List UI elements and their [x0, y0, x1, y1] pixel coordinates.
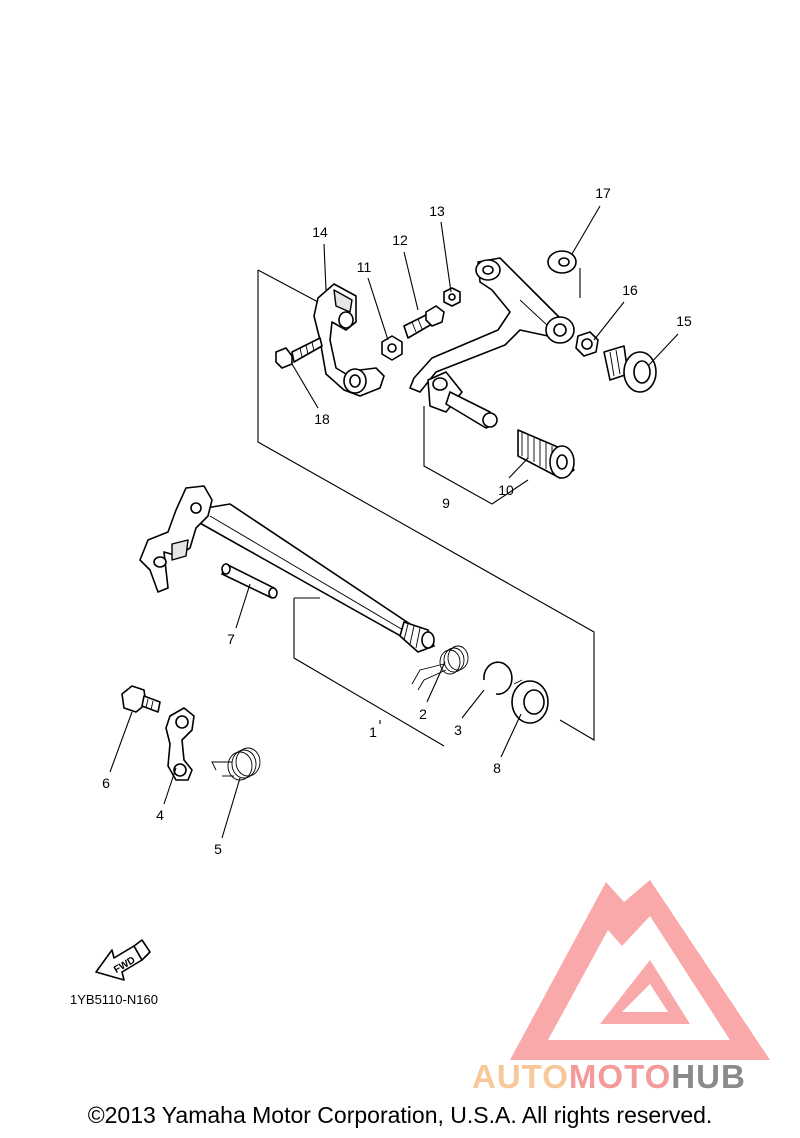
callout-leader-4 [163, 767, 177, 805]
toe-peg-rubber [517, 429, 575, 479]
callout-leader-10 [508, 457, 529, 479]
brand-auto: AUTO [472, 1058, 569, 1095]
stopper-spring-5 [211, 747, 261, 781]
bolt-6 [121, 685, 161, 713]
pin-7 [221, 563, 278, 599]
callout-number-15: 15 [676, 313, 692, 329]
oil-seal-16 [575, 331, 599, 357]
callout-leader-7 [235, 583, 251, 629]
callout-leader-13 [440, 221, 452, 293]
fwd-arrow: FWD [95, 939, 151, 981]
callout-number-2: 2 [419, 706, 427, 722]
clamp-bolt-18 [275, 337, 323, 369]
copyright-notice: ©2013 Yamaha Motor Corporation, U.S.A. A… [87, 1102, 713, 1128]
callout-number-1: 1 [369, 724, 377, 740]
callout-number-12: 12 [392, 232, 408, 248]
callout-leader-8 [500, 713, 522, 758]
callout-number-13: 13 [429, 203, 445, 219]
return-spring-2 [411, 645, 469, 691]
logo-triangle [510, 880, 770, 1060]
brand-moto: MOTO [569, 1058, 671, 1095]
callout-leader-3 [461, 689, 485, 719]
callout-leader-17 [571, 205, 601, 255]
callout-leader-6 [109, 711, 133, 773]
callout-number-18: 18 [314, 411, 330, 427]
nut-13 [443, 287, 461, 307]
shift-pedal-assembly [409, 250, 657, 479]
callout-leader-14 [323, 243, 327, 291]
part-code: 1YB5110-N160 [70, 992, 158, 1007]
callout-leader-16 [593, 301, 625, 341]
brand-text: AUTOMOTOHUB [472, 1058, 746, 1095]
brand-hub: HUB [671, 1058, 746, 1095]
stopper-lever-4 [165, 707, 195, 781]
callout-number-9: 9 [442, 495, 450, 511]
callout-leader-5 [221, 777, 241, 839]
callout-number-3: 3 [454, 722, 462, 738]
pivot-bolt-15 [603, 345, 657, 393]
callout-number-8: 8 [493, 760, 501, 776]
automotohub-logo: AUTOMOTOHUB [472, 880, 770, 1095]
callout-leader-2 [426, 661, 446, 703]
callout-number-16: 16 [622, 282, 638, 298]
callout-number-14: 14 [312, 224, 328, 240]
callout-number-5: 5 [214, 841, 222, 857]
washer-17 [547, 250, 577, 274]
shift-linkage [275, 283, 461, 397]
callout-leader-18 [291, 363, 319, 409]
callout-leader-15 [647, 333, 679, 367]
oil-seal-8 [511, 679, 549, 724]
callout-number-4: 4 [156, 807, 164, 823]
assembly-bracket-lines [257, 268, 595, 747]
adjuster-bolt-12 [403, 305, 445, 339]
callout-number-17: 17 [595, 185, 611, 201]
callout-number-10: 10 [498, 482, 514, 498]
callout-number-7: 7 [227, 631, 235, 647]
stopper-lever-assembly [121, 685, 261, 781]
callout-number-11: 11 [357, 259, 372, 275]
callout-number-6: 6 [102, 775, 110, 791]
nut-11 [381, 335, 403, 361]
shift-shaft-assembly [139, 485, 549, 724]
circlip-3 [483, 661, 513, 695]
callout-leader-12 [403, 251, 419, 311]
callout-leader-11 [367, 277, 389, 341]
